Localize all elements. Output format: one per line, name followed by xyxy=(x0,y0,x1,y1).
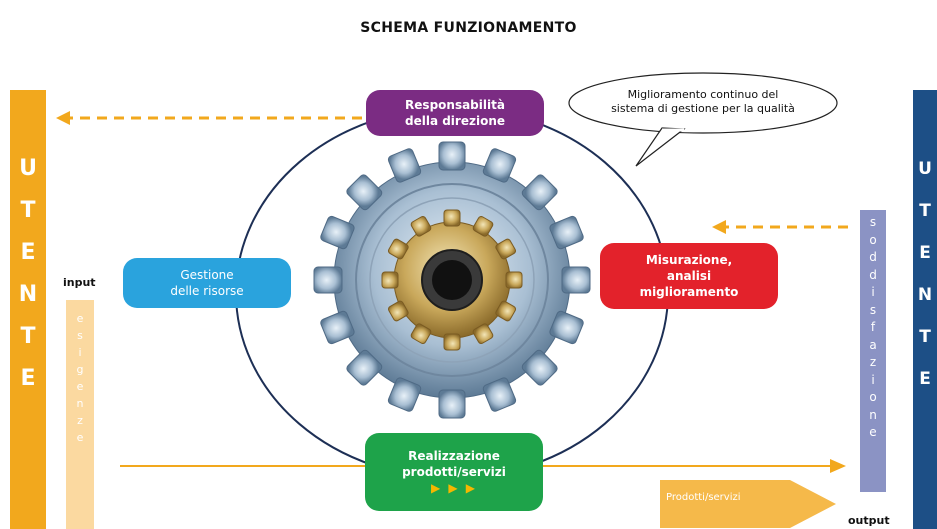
prodotti-servizi-label: Prodotti/servizi xyxy=(666,492,741,503)
soddisfazione-column xyxy=(860,210,886,492)
gear-icon xyxy=(313,141,591,419)
output-label: output xyxy=(848,514,890,527)
node-misurazione-line2: analisi xyxy=(666,269,712,283)
feedback-arrow-head xyxy=(56,111,70,125)
speech-bubble-tail xyxy=(635,127,686,167)
node-gestione-line1: Gestione xyxy=(180,268,234,282)
node-misurazione-line3: miglioramento xyxy=(639,285,739,299)
prodotti-servizi-arrow xyxy=(660,480,836,528)
node-misurazione-analisi: Misurazione, analisi miglioramento xyxy=(600,243,778,309)
node-misurazione-line1: Misurazione, xyxy=(645,253,733,267)
esigenze-letters: e s i g e n z e xyxy=(76,312,84,444)
node-realizzazione-prodotti: Realizzazione prodotti/servizi ▶ ▶ ▶ xyxy=(365,433,543,511)
input-label: input xyxy=(63,276,96,289)
node-realizzazione-line2: prodotti/servizi xyxy=(402,465,506,479)
node-gestione-risorse: Gestione delle risorse xyxy=(123,258,291,308)
node-responsabilita-direzione: Responsabilità della direzione xyxy=(366,90,544,136)
utente-left-letters: U T E N T E xyxy=(18,156,38,391)
node-responsabilita-line2: della direzione xyxy=(404,114,505,128)
soddisfazione-letters: s o d d i s f a z i o n e xyxy=(869,215,877,439)
input-output-arrow-head xyxy=(830,459,846,473)
node-responsabilita-line1: Responsabilità xyxy=(405,98,505,112)
node-gestione-line2: delle risorse xyxy=(170,284,244,298)
utente-right-letters: U T E N T E xyxy=(917,159,933,389)
satisfaction-arrow-head xyxy=(712,220,726,234)
node-realizzazione-arrows: ▶ ▶ ▶ xyxy=(430,481,478,495)
esigenze-column xyxy=(66,300,94,529)
speech-bubble xyxy=(568,72,838,134)
diagram-title: SCHEMA FUNZIONAMENTO xyxy=(360,20,577,36)
speech-bubble-line1: Miglioramento continuo del xyxy=(627,88,779,101)
speech-bubble-line2: sistema di gestione per la qualità xyxy=(611,102,795,115)
utente-left-bar xyxy=(10,90,46,529)
utente-right-bar xyxy=(913,90,937,529)
speech-bubble-text: Miglioramento continuo del sistema di ge… xyxy=(578,88,828,116)
node-realizzazione-line1: Realizzazione xyxy=(408,449,500,463)
